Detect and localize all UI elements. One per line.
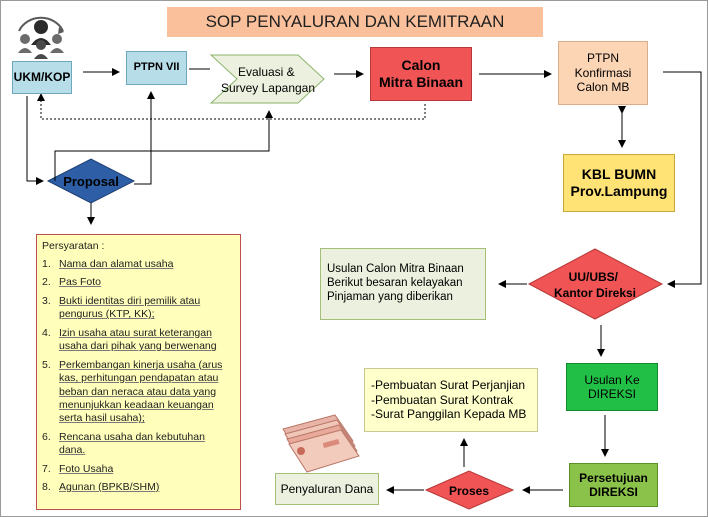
requirements-title: Persyaratan : <box>42 240 105 252</box>
kbl-bumn-box: KBL BUMN Prov.Lampung <box>563 154 675 212</box>
uu-ubs-label: UU/UBS/ Kantor Direksi <box>554 270 636 300</box>
requirement-text-line: Rencana usaha dan kebutuhan <box>59 430 205 443</box>
usulan-dir-line-1: Usulan Ke <box>584 372 640 387</box>
arrow-ukm-to-proposal <box>26 96 44 185</box>
konfirmasi-line-3: Calon MB <box>576 80 630 95</box>
requirement-number: 7. <box>42 462 51 475</box>
usulan-cmb-line-2: Berikut besaran kelayakan <box>327 277 463 290</box>
requirement-text-line: menunjukkan keadaan keuangan <box>59 398 214 411</box>
requirement-text-line: Bukti identitas diri pemilik atau <box>59 294 201 307</box>
requirement-number: 2. <box>42 276 51 289</box>
uu-ubs-diamond <box>527 248 664 320</box>
proposal-diamond <box>46 158 136 204</box>
arrow-konfirmasi-to-uu <box>663 71 702 288</box>
requirement-text-line: Perkembangan kinerja usaha (arus <box>59 358 223 371</box>
arrow-proposal-to-ptpn7 <box>134 91 155 185</box>
usulan-cmb-line-3: Pinjaman yang diberikan <box>327 290 453 303</box>
requirement-text-line: usaha dari pihak yang berwenang <box>59 340 217 353</box>
ptpn-konfirmasi-box: PTPN Konfirmasi Calon MB <box>558 41 648 105</box>
pembuatan-line-2: -Pembuatan Surat Kontrak <box>371 392 514 407</box>
requirement-item: 1. Nama dan alamat usaha <box>42 258 234 271</box>
calon-line-2: Mitra Binaan <box>378 74 463 90</box>
usulan-ke-direksi-box: Usulan Ke DIREKSI <box>566 363 658 411</box>
requirement-item: 2. Pas Foto <box>42 276 234 289</box>
requirement-number: 3. <box>42 294 51 307</box>
requirement-text-line: serta hasil usaha); <box>59 412 145 425</box>
persetujuan-direksi-box: Persetujuan DIREKSI <box>569 463 658 507</box>
persetujuan-line-1: Persetujuan <box>579 470 648 485</box>
requirement-number: 5. <box>42 358 51 371</box>
page-title: SOP PENYALURAN DAN KEMITRAAN <box>167 7 543 37</box>
kbl-line-2: Prov.Lampung <box>570 183 668 199</box>
ukm-kop-box: UKM/KOP <box>12 61 72 94</box>
usulan-calon-mitra-box: Usulan Calon Mitra Binaan Berikut besara… <box>320 248 486 320</box>
requirement-text: Nama dan alamat usaha <box>59 258 234 271</box>
evaluasi-label: Evaluasi & Survey Lapangan <box>221 65 315 95</box>
requirements-box: Persyaratan : 1. Nama dan alamat usaha 2. P… <box>36 234 241 510</box>
requirement-text-line: Foto Usaha <box>59 462 114 475</box>
requirement-item: 7. Foto Usaha <box>42 463 234 476</box>
usulan-cmb-line-1: Usulan Calon Mitra Binaan <box>327 263 464 276</box>
arrow-proposal-up-to-evaluasi <box>54 110 273 181</box>
konfirmasi-line-2: Konfirmasi <box>574 65 632 80</box>
usulan-dir-line-2: DIREKSI <box>587 387 636 401</box>
requirement-text-line: Izin usaha atau surat keterangan <box>59 326 212 339</box>
requirement-text-line: pengurus (KTP, KK); <box>59 308 155 321</box>
calon-mitra-binaan-box: Calon Mitra Binaan <box>370 47 472 101</box>
requirement-number: 1. <box>42 258 51 270</box>
proses-diamond <box>424 470 515 510</box>
pembuatan-line-1: -Pembuatan Surat Perjanjian <box>371 378 526 393</box>
requirement-text-line: kas, perhitungan pendapatan atau <box>59 372 219 385</box>
requirement-number: 8. <box>42 481 51 494</box>
requirement-text: Pas Foto <box>59 276 234 289</box>
requirements-list: 1. Nama dan alamat usaha 2. Pas Foto 3. Bukti… <box>42 258 234 495</box>
requirement-number: 6. <box>42 430 51 443</box>
pembuatan-line-3: -Surat Panggilan Kepada MB <box>371 407 527 422</box>
requirement-text-line: Pas Foto <box>59 276 102 289</box>
proposal-label: Proposal <box>63 174 119 189</box>
requirement-item: 8. Agunan (BPKB/SHM) <box>42 481 234 494</box>
konfirmasi-line-1: PTPN <box>586 51 619 66</box>
money-stack-icon <box>282 414 360 473</box>
requirement-text-line: dana. <box>59 444 86 457</box>
pembuatan-surat-box: -Pembuatan Surat Perjanjian -Pembuatan S… <box>364 368 538 432</box>
persetujuan-line-2: DIREKSI <box>589 485 638 499</box>
requirement-text-line: Nama dan alamat usaha <box>59 258 174 270</box>
ptpn-vii-box: PTPN VII <box>126 51 187 85</box>
requirement-text-line: Agunan (BPKB/SHM) <box>59 481 160 494</box>
kbl-line-1: KBL BUMN <box>581 166 657 183</box>
requirement-text: Agunan (BPKB/SHM) <box>59 481 234 494</box>
evaluasi-shape <box>209 54 325 104</box>
requirement-number: 4. <box>42 326 51 339</box>
calon-line-1: Calon <box>401 57 441 74</box>
penyaluran-dana-box: Penyaluran Dana <box>275 473 379 505</box>
requirement-text: Foto Usaha <box>59 463 234 476</box>
proses-label: Proses <box>449 484 489 498</box>
requirement-text-line: beban dan neraca atau data yang <box>59 385 217 398</box>
people-group-icon <box>18 16 64 59</box>
